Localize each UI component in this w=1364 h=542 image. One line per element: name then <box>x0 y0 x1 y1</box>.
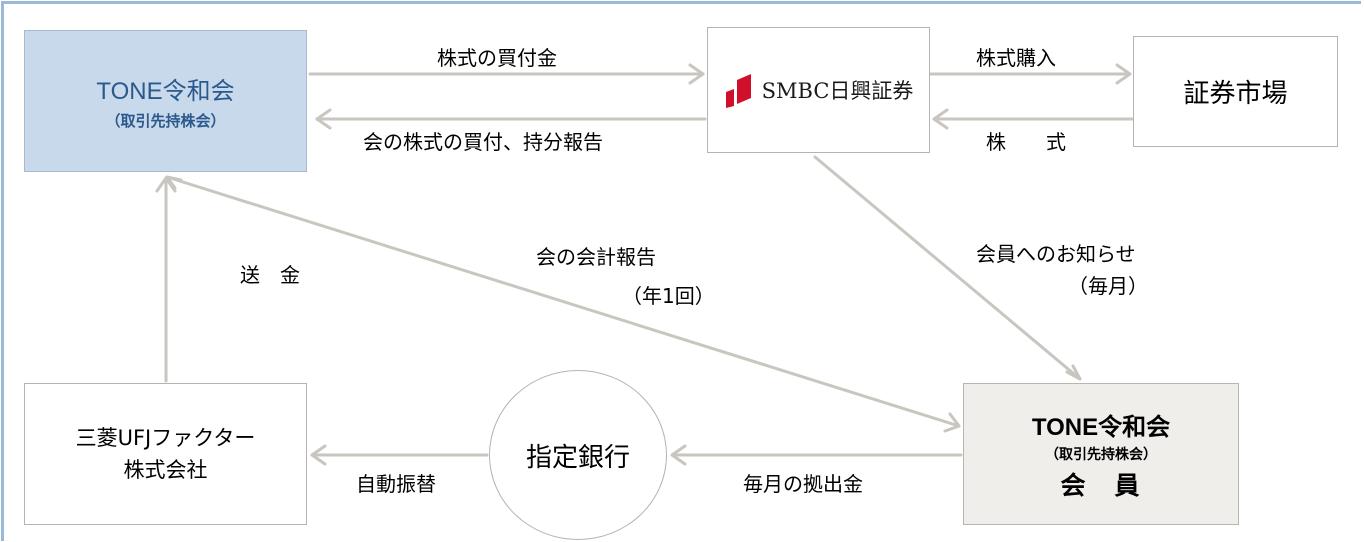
arrowhead-accounting-report <box>165 175 183 190</box>
ufj-line1: 三菱UFJファクター <box>75 426 256 450</box>
label-report-purchase: 会の株式の買付、持分報告 <box>363 130 603 154</box>
member-node: TONE令和会 （取引先持株会） 会 員 <box>963 383 1239 525</box>
arrowhead-report-purchase <box>315 108 332 130</box>
arrowhead-auto-transfer <box>310 444 327 466</box>
arrowhead-stock <box>932 108 949 130</box>
label-remittance: 送 金 <box>240 263 300 287</box>
smbc-name: SMBC日興証券 <box>761 79 914 103</box>
designated-bank-node: 指定銀行 <box>489 370 667 540</box>
member-subtitle: （取引先持株会） <box>1045 446 1157 463</box>
arrowhead-stock-purchase <box>1115 63 1132 85</box>
arrowhead-purchase-money <box>688 63 705 85</box>
bank-name: 指定銀行 <box>525 442 630 473</box>
mufg-factor-node: 三菱UFJファクター 株式会社 <box>24 383 307 525</box>
market-name: 証券市場 <box>1183 79 1288 109</box>
label-member-notice: 会員へのお知らせ <box>976 242 1136 266</box>
member-role: 会 員 <box>1060 470 1142 500</box>
ufj-line2: 株式会社 <box>123 458 208 482</box>
label-accounting-report: 会の会計報告 <box>536 245 656 269</box>
label-purchase-money: 株式の買付金 <box>437 46 557 70</box>
smbc-nikko-node: SMBC日興証券 <box>707 27 930 153</box>
label-stock: 株 式 <box>986 130 1066 154</box>
arrowhead-accounting-report-member <box>943 412 961 433</box>
label-accounting-frequency: （年1回） <box>622 284 715 308</box>
arrowhead-member-notice <box>1065 364 1082 381</box>
smbc-logo-icon <box>725 74 751 108</box>
label-stock-purchase: 株式購入 <box>976 46 1056 70</box>
arrow-accounting-report <box>165 175 961 428</box>
label-member-notice-frequency: （毎月） <box>1068 274 1148 298</box>
tone-reiwakai-node: TONE令和会 （取引先持株会） <box>24 30 307 172</box>
arrowhead-monthly-contribution <box>670 444 687 466</box>
arrow-member-notice <box>813 155 1082 381</box>
member-title: TONE令和会 <box>1031 413 1171 441</box>
tone-subtitle: （取引先持株会） <box>105 112 226 130</box>
securities-market-node: 証券市場 <box>1133 36 1338 147</box>
tone-title: TONE令和会 <box>96 78 235 105</box>
label-auto-transfer: 自動振替 <box>356 472 436 496</box>
label-monthly-contribution: 毎月の拠出金 <box>743 472 863 496</box>
